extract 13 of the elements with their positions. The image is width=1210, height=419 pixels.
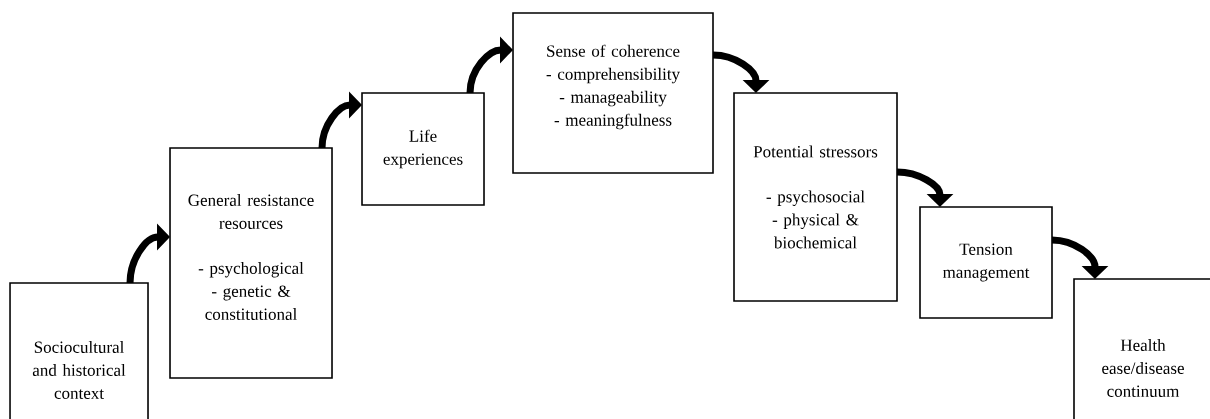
process-box: Sociocultural and historical context xyxy=(9,282,149,419)
curved-arrow xyxy=(466,36,513,94)
process-box: Life experiences xyxy=(361,92,485,206)
process-box: Health ease/disease continuum xyxy=(1073,278,1210,419)
process-box: General resistance resources - psychological - genetic & constitutional xyxy=(169,147,333,379)
curved-arrow xyxy=(896,168,954,207)
curved-arrow xyxy=(1051,236,1109,279)
curved-arrow xyxy=(318,91,362,149)
process-box: Tension management xyxy=(919,206,1053,319)
curved-arrow xyxy=(712,51,770,93)
curved-arrow xyxy=(126,223,170,284)
process-box: Potential stressors - psychosocial - physical & biochemical xyxy=(733,92,898,302)
process-box: Sense of coherence - comprehensibility - manageability - meaningfulness xyxy=(512,12,714,174)
